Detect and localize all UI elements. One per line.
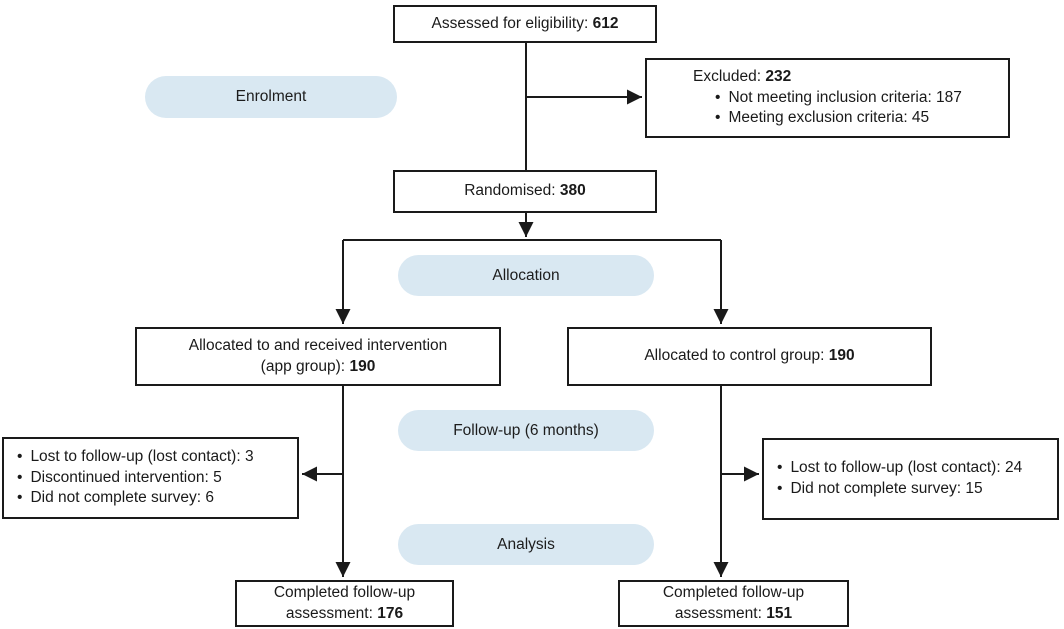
bullet-text: Lost to follow-up (lost contact): 3 <box>30 447 254 465</box>
bullet-text: Meeting exclusion criteria: 45 <box>728 109 930 127</box>
box-allocated-control-group: Allocated to control group:190 <box>567 327 932 386</box>
bullet-text: Discontinued intervention: 5 <box>30 468 222 486</box>
box-completed-assessment-app-group: Completed follow-up assessment:176 <box>235 580 454 627</box>
box-assessed-eligibility: Assessed for eligibility:612 <box>393 5 657 43</box>
bullet-text: Did not complete survey: 15 <box>790 480 983 497</box>
stage-pill-follow-up: Follow-up (6 months) <box>398 410 654 451</box>
box-text-line2: assessment:176 <box>286 604 403 625</box>
stage-pill-enrolment: Enrolment <box>145 76 397 118</box>
box-text-line1: Allocated to and received intervention <box>188 336 448 354</box>
value: 380 <box>559 182 586 200</box>
label: assessment: <box>285 604 373 622</box>
bullet-dot: • <box>17 468 23 486</box>
value: 151 <box>766 604 793 622</box>
value: 612 <box>592 14 619 32</box>
stage-label: Analysis <box>497 535 555 553</box>
bullet-text: Lost to follow-up (lost contact): 24 <box>790 459 1023 477</box>
bullet-item: • Not meeting inclusion criteria: 187 <box>715 88 1008 109</box>
value: 176 <box>377 604 404 622</box>
box-text-line2: assessment:151 <box>675 604 792 625</box>
stage-label: Follow-up (6 months) <box>453 421 599 439</box>
label: Randomised: <box>464 182 556 200</box>
box-lost-followup-control-group: • Lost to follow-up (lost contact): 24 • Di… <box>762 438 1059 520</box>
value: 190 <box>828 347 855 365</box>
box-randomised: Randomised:380 <box>393 170 657 213</box>
stage-pill-analysis: Analysis <box>398 524 654 565</box>
box-lost-followup-app-group: • Lost to follow-up (lost contact): 3 • Dis… <box>2 437 299 519</box>
bullet-item: • Lost to follow-up (lost contact): 24 <box>777 458 1057 479</box>
bullet-dot: • <box>777 480 783 497</box>
bullet-text: Did not complete survey: 6 <box>30 489 214 507</box>
value: 190 <box>349 357 376 375</box>
bullet-list: • Lost to follow-up (lost contact): 3 • Dis… <box>17 447 297 510</box>
bullet-dot: • <box>777 459 783 477</box>
bullet-item: • Lost to follow-up (lost contact): 3 <box>17 447 297 468</box>
label: Assessed for eligibility: <box>431 14 589 32</box>
box-allocated-app-group: Allocated to and received intervention (… <box>135 327 501 386</box>
bullet-text: Not meeting inclusion criteria: 187 <box>728 88 962 106</box>
box-text: Randomised:380 <box>464 181 586 202</box>
box-text-line1: Completed follow-up <box>662 583 805 601</box>
label: assessment: <box>674 604 762 622</box>
bullet-list: • Not meeting inclusion criteria: 187 • Mee… <box>715 88 1008 130</box>
bullet-dot: • <box>715 88 721 106</box>
stage-label: Enrolment <box>235 88 307 105</box>
box-text: Assessed for eligibility:612 <box>432 14 619 35</box>
label: Excluded: <box>693 67 762 85</box>
bullet-item: • Did not complete survey: 6 <box>17 488 297 509</box>
label: Allocated to control group: <box>644 347 825 365</box>
bullet-list: • Lost to follow-up (lost contact): 24 • Di… <box>777 458 1057 500</box>
stage-pill-allocation: Allocation <box>398 255 654 296</box>
box-completed-assessment-control-group: Completed follow-up assessment:151 <box>618 580 849 627</box>
value: 232 <box>765 67 792 85</box>
box-text: Allocated to control group:190 <box>644 346 854 367</box>
box-text-line2: (app group):190 <box>261 357 376 378</box>
bullet-dot: • <box>17 489 23 507</box>
label: (app group): <box>260 357 346 375</box>
bullet-dot: • <box>715 109 721 127</box>
box-text: Excluded:232 <box>693 67 1008 88</box>
bullet-item: • Discontinued intervention: 5 <box>17 468 297 489</box>
box-excluded: Excluded:232 • Not meeting inclusion crit… <box>645 58 1010 138</box>
bullet-item: • Did not complete survey: 15 <box>777 479 1057 500</box>
bullet-dot: • <box>17 447 23 465</box>
bullet-item: • Meeting exclusion criteria: 45 <box>715 108 1008 129</box>
box-text-line1: Completed follow-up <box>273 583 416 601</box>
stage-label: Allocation <box>492 266 560 284</box>
